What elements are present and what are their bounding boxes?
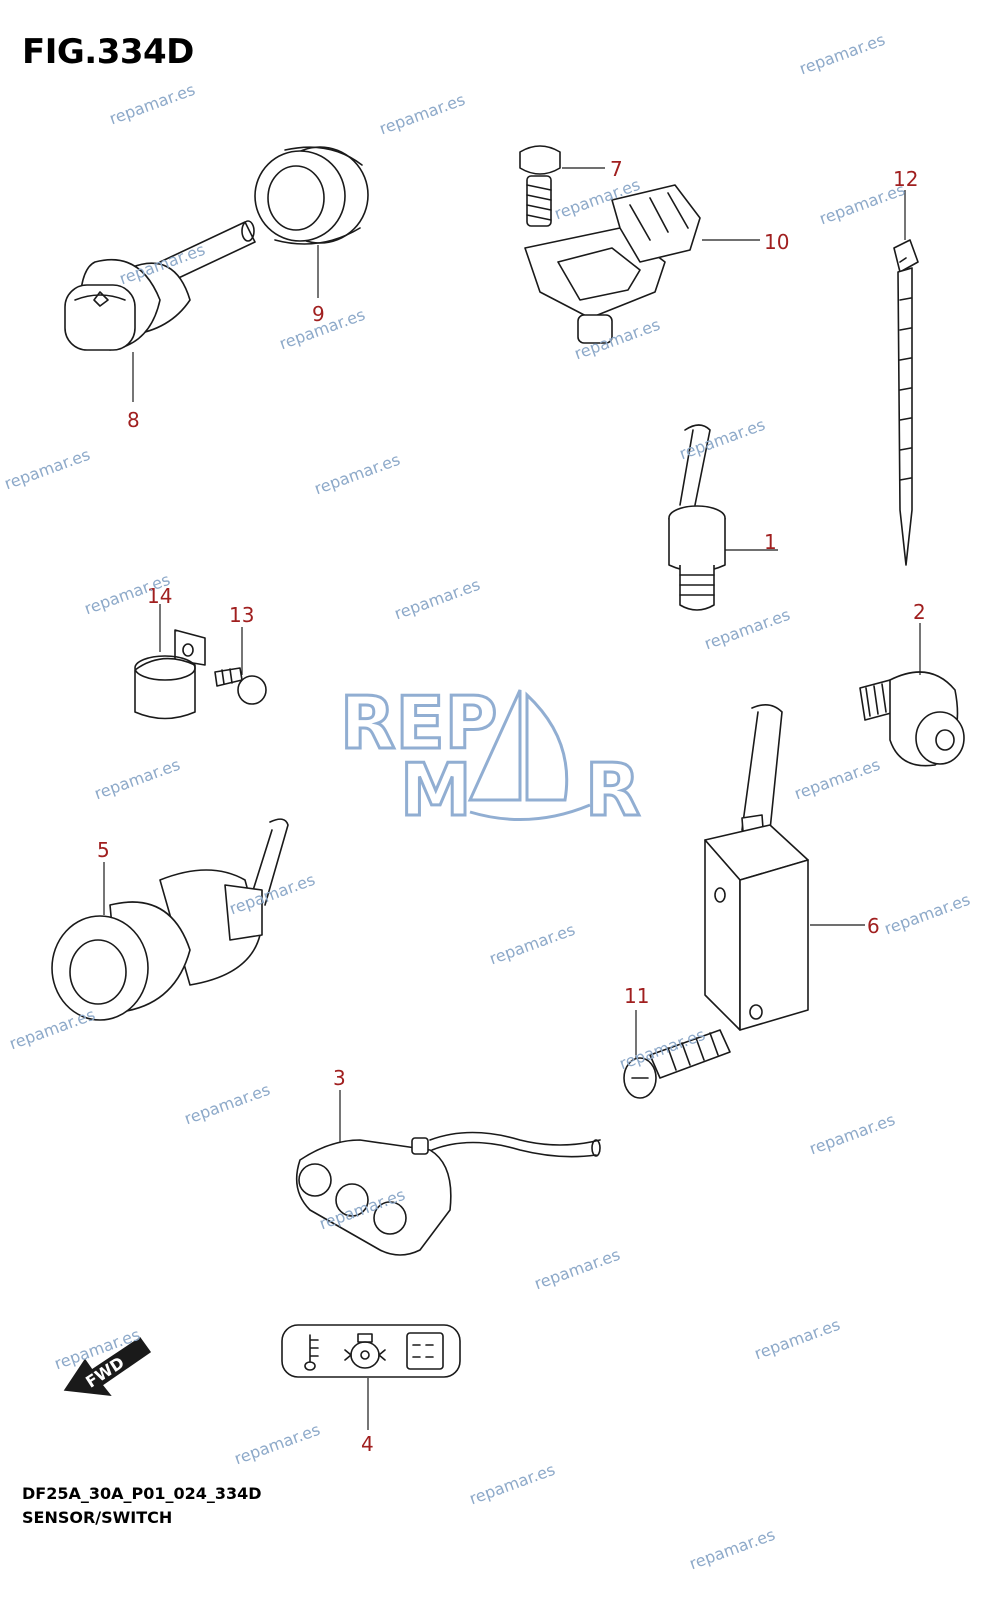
part-7-bolt	[519, 145, 561, 227]
part-10-map-sensor	[524, 184, 701, 344]
footer-diagram-code: DF25A_30A_P01_024_334D	[22, 1484, 262, 1503]
callout-1: 1	[764, 530, 777, 554]
callout-11: 11	[624, 984, 650, 1008]
part-5-sensor	[51, 818, 289, 1021]
callout-5: 5	[97, 838, 110, 862]
callout-8: 8	[127, 408, 140, 432]
part-11-bolt	[623, 1029, 731, 1099]
callout-7: 7	[610, 157, 623, 181]
callout-2: 2	[913, 600, 926, 624]
callout-3: 3	[333, 1066, 346, 1090]
part-13-bolt	[214, 667, 267, 705]
callout-9: 9	[312, 302, 325, 326]
part-9-grommet	[254, 146, 369, 245]
callout-14: 14	[147, 584, 173, 608]
figure-title: FIG.334D	[22, 32, 194, 72]
svg-text:REP: REP	[340, 681, 497, 765]
svg-text:M: M	[400, 748, 472, 832]
part-14-clamp	[134, 629, 206, 720]
part-1-sensor	[668, 424, 726, 611]
part-3-sensor-block	[295, 1131, 601, 1256]
callout-12: 12	[893, 167, 919, 191]
callout-4: 4	[361, 1432, 374, 1456]
callout-6: 6	[867, 914, 880, 938]
part-2-knock-sensor	[859, 671, 965, 767]
callout-13: 13	[229, 603, 255, 627]
callout-10: 10	[764, 230, 790, 254]
part-12-cable-tie	[893, 239, 919, 566]
part-8-sensor	[64, 220, 256, 351]
svg-text:R: R	[585, 748, 640, 832]
part-6-switch	[704, 704, 809, 1031]
part-4-label	[281, 1324, 461, 1378]
repamar-logo: REP M R	[339, 680, 642, 834]
footer-section-name: SENSOR/SWITCH	[22, 1508, 173, 1527]
